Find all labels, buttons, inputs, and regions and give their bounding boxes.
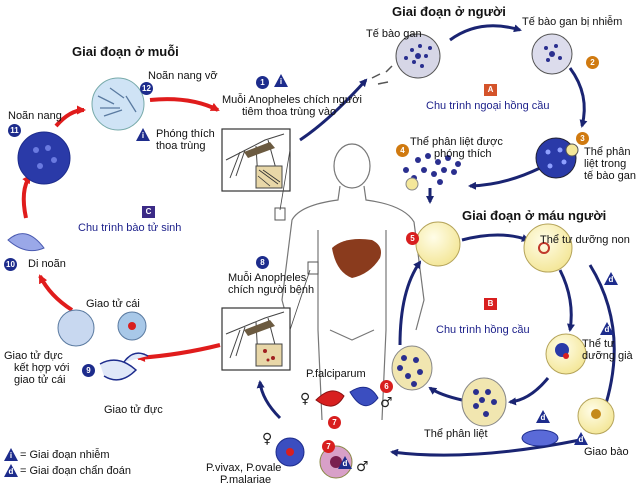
arrow-rupture-to-merozoite bbox=[398, 260, 422, 346]
stage-title-human-blood: Giai đoạn ở máu người bbox=[462, 208, 607, 223]
label-mature-trophozoite-2: dưỡng già bbox=[582, 350, 633, 362]
label-p-other-2: P.malariae bbox=[220, 474, 272, 486]
sporozoites bbox=[371, 65, 393, 85]
legend-diagnostic-text: = Giai đoạn chẩn đoán bbox=[20, 465, 132, 477]
infected-liver-cell bbox=[531, 33, 573, 75]
step-10: 10 bbox=[4, 258, 17, 271]
label-p-other-1: P.vivax, P.ovale bbox=[206, 462, 282, 474]
arrow-to-liver bbox=[299, 78, 368, 142]
arrow-gametocyte-to-mosquito bbox=[256, 380, 282, 420]
step-1: 1 bbox=[256, 76, 269, 89]
label-schizont-released-1: Thể phân liệt được bbox=[410, 136, 503, 148]
cycle-sporogonic: Chu trình bào tử sinh bbox=[78, 222, 182, 234]
liver-cell bbox=[395, 33, 441, 79]
label-ookinete: Di noãn bbox=[28, 258, 66, 270]
label-mature-trophozoite-1: Thể tư bbox=[582, 338, 615, 350]
arrow-young-to-gametocyte bbox=[588, 264, 616, 412]
step-5: 5 bbox=[406, 232, 419, 245]
arrow-young-to-mature bbox=[558, 269, 575, 332]
label-sporozoite-release-1: Phóng thích bbox=[156, 128, 215, 140]
stage-title-human: Giai đoạn ở người bbox=[392, 4, 506, 19]
label-schizont-liver-2: liệt trong bbox=[584, 158, 627, 170]
step-6: 6 bbox=[380, 380, 393, 393]
label-sporozoite-release-2: thoa trùng bbox=[156, 140, 206, 152]
step-9: 9 bbox=[82, 364, 95, 377]
female-symbol-other: ♀ bbox=[262, 431, 273, 447]
label-schizont-released-2: phóng thích bbox=[434, 148, 492, 160]
label-mosquito-bite-1: Muỗi Anopheles chích người bbox=[222, 94, 362, 106]
rbc-schizont bbox=[461, 377, 507, 427]
step-8: 8 bbox=[256, 256, 269, 269]
label-male-gamete-combine-3: giao tử cái bbox=[14, 374, 66, 386]
arrow-mosquito-to-gametes bbox=[136, 343, 221, 362]
oocyst bbox=[17, 131, 71, 185]
cycle-erythrocytic: Chu trình hồng cầu bbox=[436, 324, 530, 336]
arrow-ookinete-to-oocyst bbox=[21, 174, 32, 219]
ookinete-shape bbox=[7, 233, 45, 252]
step-7b: 7 bbox=[322, 440, 335, 453]
bite-site-torso bbox=[307, 261, 319, 275]
rbc-rupture bbox=[391, 345, 433, 391]
arrow-mature-to-schizont bbox=[508, 377, 550, 406]
rbc-gametocyte bbox=[577, 397, 615, 435]
label-mosquito-bite-patient-2: chích người bệnh bbox=[228, 284, 315, 296]
arrow-ruptured-to-release bbox=[149, 97, 220, 112]
mosquito-box-top bbox=[221, 128, 291, 192]
male-gamete-shape bbox=[99, 352, 149, 381]
legend-infective-text: = Giai đoạn nhiễm bbox=[20, 449, 110, 461]
label-schizont-liver-1: Thể phân bbox=[584, 146, 631, 158]
rbc-merozoite-entry bbox=[415, 221, 461, 267]
label-mosquito-bite-2: tiêm thoa trùng vào bbox=[242, 106, 337, 118]
oocyst-ruptured bbox=[91, 77, 145, 131]
label-male-gamete: Giao tử đực bbox=[104, 404, 163, 416]
step-11: 11 bbox=[8, 124, 21, 137]
label-schizont: Thể phân liệt bbox=[424, 428, 488, 440]
arrow-merozoite-to-young bbox=[461, 233, 530, 242]
liver-shape bbox=[332, 239, 381, 278]
arrow-oocyst-to-ruptured bbox=[54, 105, 86, 128]
label-young-trophozoite: Thể tư dưỡng non bbox=[540, 234, 630, 246]
arrow-liver-right bbox=[568, 67, 588, 128]
arrow-schizont-to-rupture bbox=[428, 386, 463, 402]
label-liver-cell: Tế bào gan bbox=[366, 28, 422, 40]
label-mosquito-bite-patient-1: Muỗi Anopheles bbox=[228, 272, 307, 284]
label-oocyst-ruptured: Noãn nang vỡ bbox=[148, 70, 218, 82]
label-female-gamete: Giao tử cái bbox=[86, 298, 140, 310]
label-infected-liver-cell: Tế bào gan bị nhiễm bbox=[522, 16, 623, 28]
cycle-tag-b: B bbox=[484, 298, 497, 310]
liver-schizont-cell bbox=[535, 137, 579, 179]
arrow-liver-to-released bbox=[468, 166, 541, 190]
step-7a: 7 bbox=[328, 416, 341, 429]
label-schizont-liver-3: tế bào gan bbox=[584, 170, 636, 182]
stage-title-mosquito: Giai đoạn ở muỗi bbox=[72, 44, 179, 59]
released-merozoites bbox=[403, 153, 461, 185]
label-oocyst: Noãn nang bbox=[8, 110, 62, 122]
falciparum-gametocytes bbox=[315, 386, 379, 407]
arrow-liver-top bbox=[449, 24, 522, 42]
mosquito-box-bottom bbox=[221, 307, 291, 371]
arrow-gametes-to-ookinete bbox=[38, 274, 74, 312]
step-4: 4 bbox=[396, 144, 409, 157]
step-3: 3 bbox=[576, 132, 589, 145]
label-male-gamete-combine-2: kết hợp với bbox=[14, 362, 70, 374]
label-gametocyte: Giao bào bbox=[584, 446, 629, 458]
label-male-gamete-combine-1: Giao tử đực bbox=[4, 350, 63, 362]
step-2: 2 bbox=[586, 56, 599, 69]
rbc-small bbox=[405, 177, 419, 191]
schizont-elongated bbox=[521, 429, 559, 447]
cycle-tag-c: C bbox=[142, 206, 155, 218]
arrow-gametocyte-left bbox=[390, 438, 581, 457]
cycle-exo-erythrocytic: Chu trình ngoại hồng cầu bbox=[426, 100, 550, 112]
other-species-gametocytes bbox=[275, 437, 353, 479]
cycle-tag-a: A bbox=[484, 84, 497, 96]
male-symbol-other: ♂ bbox=[356, 459, 369, 475]
label-p-falciparum: P.falciparum bbox=[306, 368, 366, 380]
male-symbol-falciparum: ♂ bbox=[380, 395, 393, 411]
step-12: 12 bbox=[140, 82, 153, 95]
zygote bbox=[57, 309, 95, 347]
female-symbol-falciparum: ♀ bbox=[300, 391, 311, 407]
